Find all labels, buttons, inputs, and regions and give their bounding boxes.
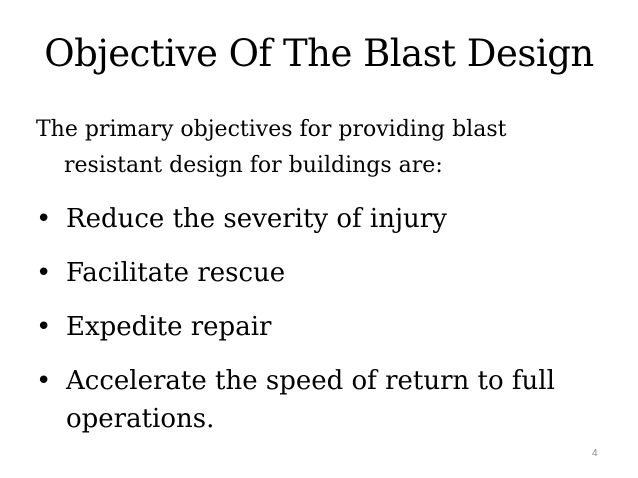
list-item-text: Reduce the severity of injury bbox=[66, 204, 447, 234]
list-item: • Expedite repair bbox=[36, 308, 616, 346]
list-item-text: Accelerate the speed of return to full o… bbox=[66, 366, 555, 434]
intro-paragraph: The primary objectives for providing bla… bbox=[36, 112, 606, 184]
bullet-icon: • bbox=[36, 204, 52, 234]
bullet-icon: • bbox=[36, 312, 52, 342]
list-item-text: Facilitate rescue bbox=[66, 258, 286, 288]
list-item: • Facilitate rescue bbox=[36, 254, 616, 292]
intro-line-1: The primary objectives for providing bla… bbox=[36, 117, 507, 142]
list-item: • Accelerate the speed of return to full… bbox=[36, 362, 616, 438]
bullet-icon: • bbox=[36, 366, 52, 396]
list-item-text: Expedite repair bbox=[66, 312, 272, 342]
slide-title: Objective Of The Blast Design bbox=[44, 32, 594, 75]
intro-line-2: resistant design for buildings are: bbox=[64, 153, 443, 178]
page-number: 4 bbox=[592, 448, 598, 459]
bullet-icon: • bbox=[36, 258, 52, 288]
objectives-list: • Reduce the severity of injury • Facili… bbox=[36, 200, 616, 454]
list-item: • Reduce the severity of injury bbox=[36, 200, 616, 238]
